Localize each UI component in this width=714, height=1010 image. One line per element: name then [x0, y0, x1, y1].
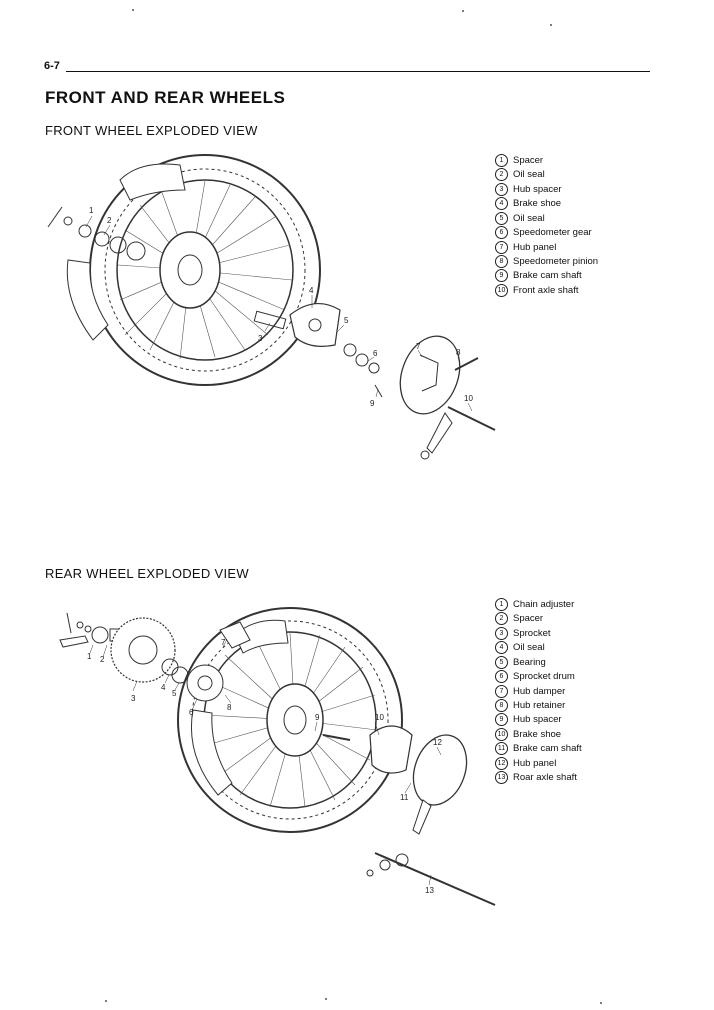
rear-callout: 1	[87, 652, 92, 661]
rear-callout: 13	[425, 886, 434, 895]
front-callout: 3	[258, 334, 263, 343]
rear-callout: 6	[189, 708, 194, 717]
front-callout: 7	[416, 342, 421, 351]
rear-callout: 12	[433, 738, 442, 747]
front-callout: 6	[373, 349, 378, 358]
rear-section-heading: REAR WHEEL EXPLODED VIEW	[45, 566, 249, 581]
rear-callout: 8	[227, 703, 232, 712]
page-number: 6-7	[44, 60, 60, 72]
rear-callout: 4	[161, 683, 166, 692]
front-section-heading: FRONT WHEEL EXPLODED VIEW	[45, 123, 258, 138]
front-callout: 10	[464, 394, 473, 403]
scan-speck	[105, 1000, 107, 1002]
page-title: FRONT AND REAR WHEELS	[45, 88, 286, 107]
front-wheel-diagram: 1 2 3 4 5 6 7 8 9 10	[47, 154, 496, 460]
front-callout: 9	[370, 399, 375, 408]
scan-speck	[462, 10, 464, 12]
front-callout: 2	[107, 216, 112, 225]
rear-callout: 10	[375, 713, 384, 722]
scan-speck	[325, 998, 327, 1000]
front-callout: 1	[89, 206, 94, 215]
front-callout: 8	[456, 348, 461, 357]
rear-callout: 7	[221, 638, 226, 647]
rear-callout: 11	[400, 793, 409, 802]
front-callout: 4	[309, 286, 314, 295]
rear-callout: 9	[315, 713, 320, 722]
rear-callout: 2	[100, 655, 105, 664]
scan-speck	[600, 1002, 602, 1004]
header-rule	[66, 71, 650, 72]
rear-wheel-diagram: 1 2 3 4 5 6 7 8 9 10 11 12 13	[59, 607, 496, 906]
scan-speck	[550, 24, 552, 26]
scan-speck	[132, 9, 134, 11]
rear-callout: 5	[172, 689, 177, 698]
front-callout: 5	[344, 316, 349, 325]
rear-callout: 3	[131, 694, 136, 703]
